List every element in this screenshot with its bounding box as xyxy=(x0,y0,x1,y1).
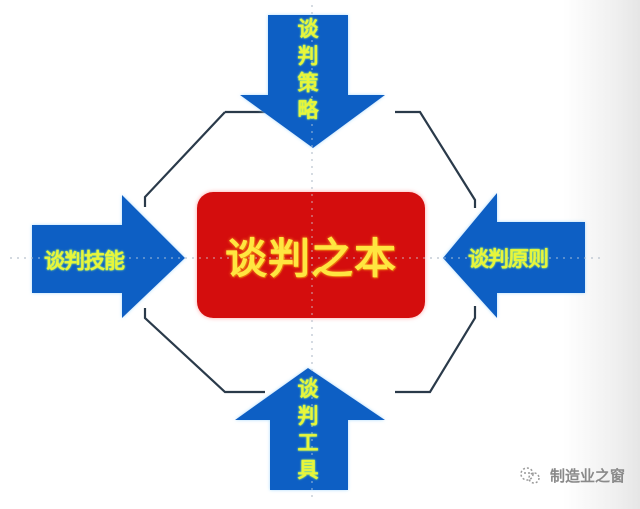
arrow-top-label: 谈判策略 xyxy=(297,17,319,122)
arrow-left-label: 谈判技能 xyxy=(44,249,125,273)
arrow-left-shape xyxy=(32,195,185,318)
wechat-icon xyxy=(520,466,540,484)
guide-lines-overlay xyxy=(10,5,600,500)
arrow-bottom-label: 谈判工具 xyxy=(297,377,319,482)
center-label: 谈判之本 xyxy=(224,233,397,283)
arrow-right-shape xyxy=(443,193,585,318)
arrow-right-label: 谈判原则 xyxy=(468,247,549,271)
arrow-top-shape xyxy=(240,15,385,148)
watermark: 制造业之窗 xyxy=(518,465,625,486)
octagon-outline xyxy=(143,110,477,394)
center-box xyxy=(197,192,425,318)
arrow-bottom-shape xyxy=(235,368,385,490)
watermark-text: 制造业之窗 xyxy=(550,467,626,485)
